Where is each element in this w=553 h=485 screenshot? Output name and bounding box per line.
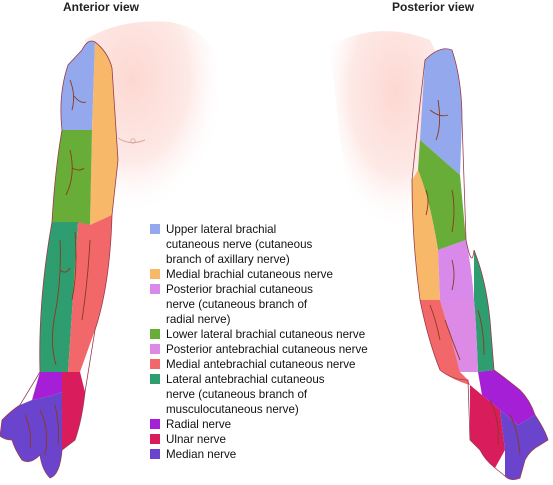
legend-swatch (150, 374, 160, 384)
legend-label-line: Medial antebrachial cutaneous nerve (166, 358, 356, 371)
legend-label: Ulnar nerve (166, 432, 226, 447)
posterior-lateral-antebrachial-region (474, 250, 494, 372)
legend-label-line: Posterior antebrachial cutaneous nerve (166, 343, 368, 356)
legend-item: Upper lateral brachial cutaneous nerve (c… (150, 222, 410, 267)
posterior-antebrachial-region (440, 300, 478, 372)
posterior-veins (425, 99, 521, 456)
legend-swatch (150, 449, 160, 459)
legend-swatch (150, 329, 160, 339)
legend-label-line: cutaneous nerve (cutaneous (166, 238, 313, 251)
legend-swatch (150, 419, 160, 429)
medial-brachial-region (90, 42, 118, 225)
posterior-arm (411, 48, 549, 480)
legend-label: Radial nerve (166, 417, 231, 432)
posterior-brachial-region (438, 240, 474, 300)
legend: Upper lateral brachial cutaneous nerve (c… (150, 222, 410, 462)
lateral-antebrachial-region (39, 222, 78, 372)
legend-label-line: Radial nerve (166, 418, 232, 431)
legend-item: Posterior antebrachial cutaneous nerve (150, 342, 410, 357)
legend-item: Radial nerve (150, 417, 410, 432)
legend-swatch (150, 269, 160, 279)
legend-label: Posterior antebrachial cutaneous nerve (166, 342, 368, 357)
legend-label: Medial brachial cutaneous nerve (166, 267, 333, 282)
anterior-veins (24, 79, 91, 456)
legend-swatch (150, 284, 160, 294)
anterior-median-hand (0, 392, 62, 478)
legend-item: Ulnar nerve (150, 432, 410, 447)
posterior-median-hand (500, 410, 548, 480)
legend-swatch (150, 434, 160, 444)
legend-item: Posterior brachial cutaneous nerve (cutan… (150, 282, 410, 327)
legend-swatch (150, 359, 160, 369)
legend-label-line: Lower lateral brachial cutaneous nerve (166, 328, 366, 341)
legend-label-line: Medial brachial cutaneous nerve (166, 268, 333, 281)
legend-label: Lower lateral brachial cutaneous nerve (166, 327, 365, 342)
legend-label-line: musculocutaneous nerve) (166, 403, 299, 416)
legend-label: Medial antebrachial cutaneous nerve (166, 357, 356, 372)
posterior-lower-lateral-region (418, 140, 466, 250)
legend-label-line: Median nerve (166, 448, 237, 461)
posterior-medial-brachial-region (412, 170, 440, 300)
medial-antebrachial-region (68, 215, 112, 372)
legend-label-line: nerve (cutaneous branch of (166, 298, 308, 311)
legend-label: Upper lateral brachial cutaneous nerve (c… (166, 222, 312, 267)
anterior-view-title: Anterior view (63, 0, 140, 14)
anterior-radial-hand (32, 372, 62, 400)
legend-label-line: radial nerve) (166, 313, 231, 326)
legend-item: Median nerve (150, 447, 410, 462)
legend-label-line: Lateral antebrachial cutaneous (166, 373, 325, 386)
legend-label-line: nerve (cutaneous branch of (166, 388, 308, 401)
anterior-torso (85, 21, 220, 216)
posterior-ulnar-hand (470, 385, 505, 468)
posterior-view-title: Posterior view (392, 0, 475, 14)
legend-label-line: Posterior brachial cutaneous (166, 283, 313, 296)
legend-swatch (150, 224, 160, 234)
posterior-upper-lateral-region (420, 48, 462, 175)
legend-label: Median nerve (166, 447, 236, 462)
posterior-medial-antebrachial-region (420, 300, 470, 385)
legend-item: Medial brachial cutaneous nerve (150, 267, 410, 282)
anterior-arm (0, 40, 119, 479)
legend-label-line: branch of axillary nerve) (166, 253, 290, 266)
legend-label: Lateral antebrachial cutaneous nerve (cut… (166, 372, 325, 417)
legend-item: Lower lateral brachial cutaneous nerve (150, 327, 410, 342)
legend-swatch (150, 344, 160, 354)
legend-label-line: Upper lateral brachial (166, 223, 277, 236)
posterior-radial-hand (478, 370, 535, 425)
legend-label: Posterior brachial cutaneous nerve (cutan… (166, 282, 313, 327)
legend-item: Medial antebrachial cutaneous nerve (150, 357, 410, 372)
legend-label-line: Ulnar nerve (166, 433, 226, 446)
upper-lateral-brachial-region (60, 41, 95, 130)
anterior-ulnar-hand (62, 372, 85, 450)
legend-item: Lateral antebrachial cutaneous nerve (cut… (150, 372, 410, 417)
